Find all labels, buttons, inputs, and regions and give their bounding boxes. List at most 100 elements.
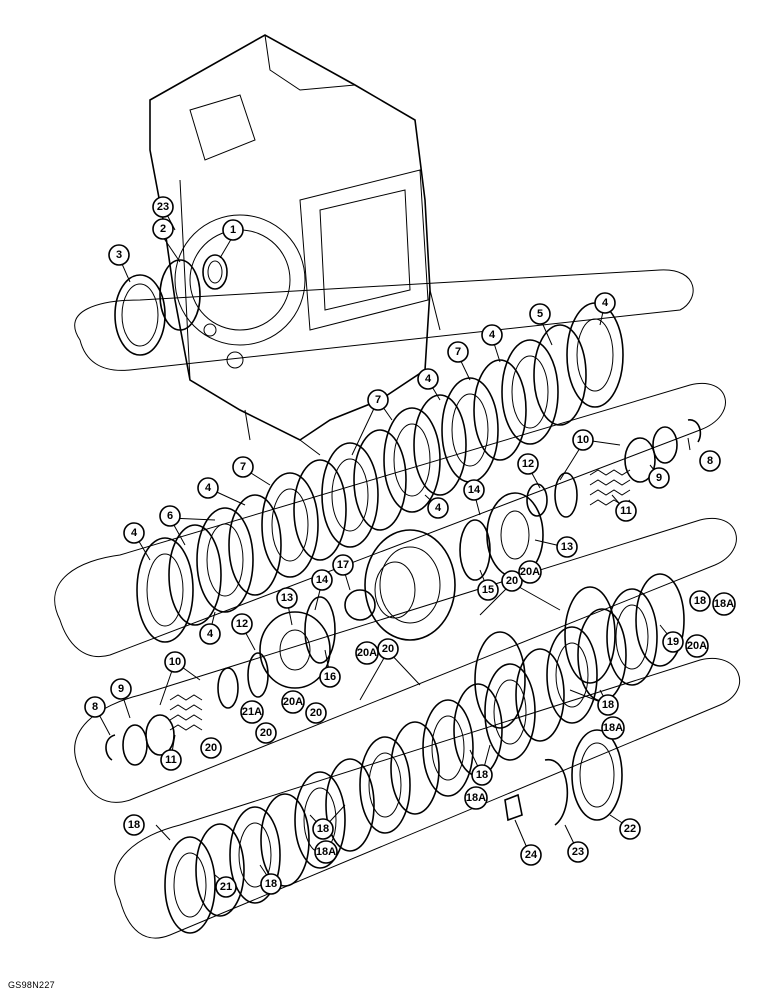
callout-circle bbox=[332, 554, 354, 576]
callout-c6: 6 bbox=[159, 505, 181, 527]
callout-c13b: 13 bbox=[276, 587, 298, 609]
callout-label: 5 bbox=[537, 308, 543, 320]
callout-circle bbox=[556, 536, 578, 558]
callout-label: 13 bbox=[281, 592, 293, 604]
callout-c20Ab: 20A bbox=[685, 634, 709, 658]
callout-label: 3 bbox=[116, 249, 122, 261]
callout-c20Ad: 20A bbox=[281, 690, 305, 714]
callout-circle bbox=[447, 341, 469, 363]
callout-circle bbox=[699, 450, 721, 472]
callout-c17: 17 bbox=[332, 554, 354, 576]
part-bearing-1 bbox=[202, 254, 228, 290]
callout-circle bbox=[594, 292, 616, 314]
callout-c14b: 14 bbox=[311, 569, 333, 591]
callout-c20Ac: 20A bbox=[355, 641, 379, 665]
clutch-disc-stack-upper bbox=[136, 302, 624, 643]
callout-c23a: 23 bbox=[152, 196, 174, 218]
callout-label: 18A bbox=[714, 598, 734, 610]
callout-c11a: 11 bbox=[615, 500, 637, 522]
callout-c18Aa: 18A bbox=[712, 592, 736, 616]
callout-circle bbox=[463, 479, 485, 501]
callout-circle bbox=[685, 634, 709, 658]
callout-label: 14 bbox=[468, 484, 481, 496]
callout-circle bbox=[567, 841, 589, 863]
callout-circle bbox=[712, 592, 736, 616]
callout-circle bbox=[319, 666, 341, 688]
callout-circle bbox=[427, 497, 449, 519]
callout-circle bbox=[619, 818, 641, 840]
callout-circle bbox=[255, 722, 277, 744]
callout-circle bbox=[123, 814, 145, 836]
callout-label: 22 bbox=[624, 823, 636, 835]
callout-circle bbox=[471, 764, 493, 786]
callout-circle bbox=[311, 569, 333, 591]
callout-c15: 15 bbox=[477, 579, 499, 601]
callout-c20e: 20 bbox=[200, 737, 222, 759]
callout-c19: 19 bbox=[662, 631, 684, 653]
group-outlines bbox=[54, 269, 741, 939]
callout-label: 18 bbox=[128, 819, 140, 831]
callout-c7b: 7 bbox=[367, 389, 389, 411]
callout-label: 20 bbox=[260, 727, 272, 739]
callout-label: 20 bbox=[382, 643, 394, 655]
callout-c9a: 9 bbox=[648, 467, 670, 489]
part-snap-ring-2 bbox=[159, 259, 201, 331]
callout-circle bbox=[601, 716, 625, 740]
callout-circle bbox=[529, 303, 551, 325]
callout-label: 18 bbox=[265, 878, 277, 890]
callout-circle bbox=[648, 467, 670, 489]
callout-circle bbox=[520, 844, 542, 866]
callout-label: 4 bbox=[489, 329, 496, 341]
piston-spring-group-upper bbox=[459, 419, 702, 581]
callout-circle bbox=[232, 456, 254, 478]
callout-circle bbox=[597, 694, 619, 716]
callout-label: 18 bbox=[602, 699, 614, 711]
callout-label: 20 bbox=[506, 575, 518, 587]
callout-c14a: 14 bbox=[463, 479, 485, 501]
callout-label: 16 bbox=[324, 671, 336, 683]
callout-c18b: 18 bbox=[597, 694, 619, 716]
callout-label: 4 bbox=[425, 373, 432, 385]
callout-label: 18A bbox=[466, 792, 486, 804]
callout-label: 20A bbox=[357, 647, 377, 659]
callout-c4a: 4 bbox=[594, 292, 616, 314]
callout-label: 24 bbox=[525, 849, 538, 861]
callout-c18Ad: 18A bbox=[314, 840, 338, 864]
callout-label: 18A bbox=[603, 722, 623, 734]
callout-label: 1 bbox=[230, 224, 236, 236]
callout-c8b: 8 bbox=[84, 696, 106, 718]
callout-circle bbox=[689, 590, 711, 612]
callout-label: 2 bbox=[160, 223, 166, 235]
callout-c5: 5 bbox=[529, 303, 551, 325]
callout-c9b: 9 bbox=[110, 678, 132, 700]
callout-label: 7 bbox=[455, 346, 461, 358]
callout-c18c: 18 bbox=[471, 764, 493, 786]
callout-circle bbox=[572, 429, 594, 451]
callout-c2: 2 bbox=[152, 218, 174, 240]
callout-label: 7 bbox=[240, 461, 246, 473]
callout-circle bbox=[152, 218, 174, 240]
callout-label: 6 bbox=[167, 510, 173, 522]
callout-c22: 22 bbox=[619, 818, 641, 840]
callout-c4g: 4 bbox=[199, 623, 221, 645]
callout-c11b: 11 bbox=[160, 749, 182, 771]
callout-circle bbox=[110, 678, 132, 700]
callout-c18f: 18 bbox=[260, 873, 282, 895]
callout-c18d: 18 bbox=[312, 818, 334, 840]
callout-c20c: 20 bbox=[305, 702, 327, 724]
callout-label: 23 bbox=[572, 846, 584, 858]
callout-label: 9 bbox=[118, 683, 124, 695]
callout-circle bbox=[159, 505, 181, 527]
callout-label: 20A bbox=[283, 696, 303, 708]
callout-label: 4 bbox=[602, 297, 609, 309]
callout-circle bbox=[231, 613, 253, 635]
callout-label: 10 bbox=[577, 434, 589, 446]
part-ring-gear-3 bbox=[114, 274, 166, 356]
callout-label: 18 bbox=[694, 595, 706, 607]
callout-circle bbox=[662, 631, 684, 653]
callout-c4b: 4 bbox=[481, 324, 503, 346]
callout-c12b: 12 bbox=[231, 613, 253, 635]
callout-circle bbox=[367, 389, 389, 411]
